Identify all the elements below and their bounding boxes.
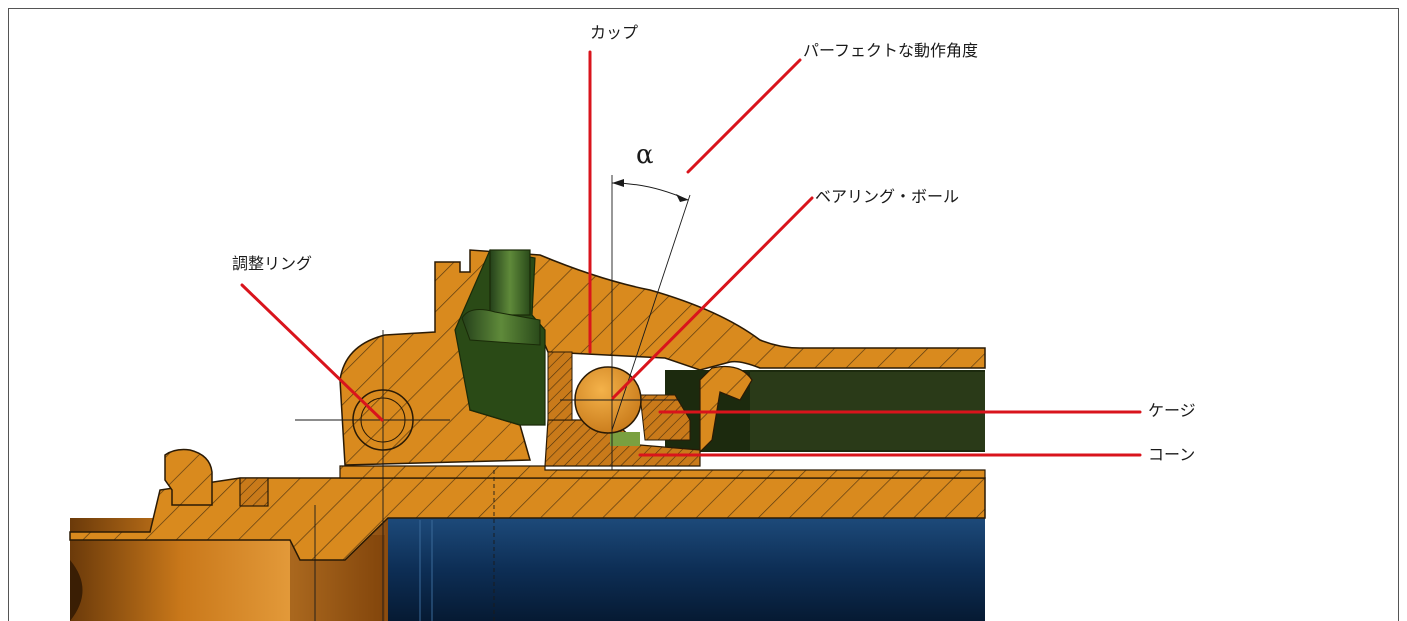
label-cup: カップ	[590, 23, 639, 42]
cage-section	[639, 394, 691, 441]
leader-lines	[240, 50, 1142, 457]
label-cone: コーン	[1148, 445, 1196, 464]
leader-ring	[240, 283, 384, 422]
label-perfect-angle: パーフェクトな動作角度	[803, 41, 979, 60]
shaft-section	[69, 477, 986, 561]
left-nut	[164, 448, 213, 506]
label-adjust-ring: 調整リング	[232, 254, 313, 273]
label-bearing-ball: ベアリング・ボール	[815, 187, 960, 206]
leader-angle	[686, 58, 802, 174]
leader-ball	[611, 196, 814, 400]
drawing-frame	[8, 8, 1399, 621]
label-cage: ケージ	[1148, 401, 1196, 420]
angle-alpha-symbol: α	[636, 140, 654, 170]
bore-blue	[385, 518, 985, 621]
center-lines	[295, 175, 691, 621]
